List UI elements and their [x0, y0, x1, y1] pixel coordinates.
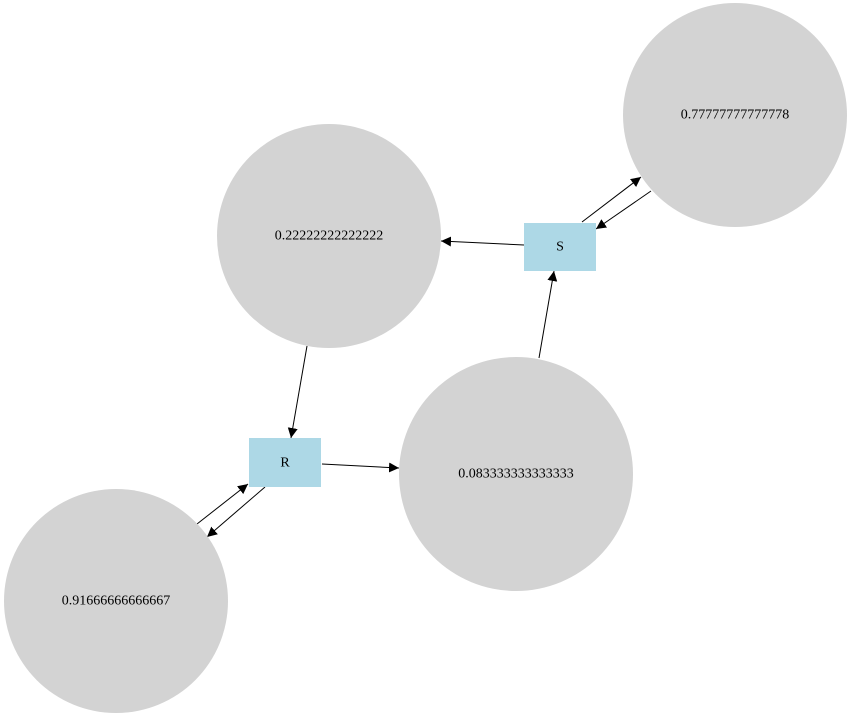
edge-state-0-0833-to-s: [538, 270, 558, 359]
state-circle: [217, 124, 441, 348]
action-box: [249, 438, 321, 487]
action-node-r: R: [249, 438, 321, 487]
action-nodes: S R: [249, 223, 596, 487]
edge-state-0-9167-to-r: [196, 483, 249, 525]
edge-state-0-7778-to-s: [595, 190, 652, 230]
state-circle: [399, 357, 633, 591]
state-nodes: 0.22222222222222 0.77777777777778 0.0833…: [4, 3, 847, 713]
state-label: 0.22222222222222: [275, 229, 384, 244]
edge-r-to-state-0-9167: [206, 486, 266, 538]
action-label: R: [280, 456, 290, 471]
edge-r-to-state-0-0833: [321, 462, 400, 473]
state-label: 0.91666666666667: [62, 594, 171, 609]
edge-state-0-2222-to-r: [287, 345, 308, 439]
state-label: 0.083333333333333: [458, 467, 574, 482]
state-node-0-9167: 0.91666666666667: [4, 489, 228, 713]
state-node-0-7778: 0.77777777777778: [623, 3, 847, 227]
action-node-s: S: [524, 223, 596, 271]
state-label: 0.77777777777778: [681, 108, 790, 123]
edges: [196, 176, 652, 538]
action-box: [524, 223, 596, 271]
action-label: S: [556, 240, 564, 255]
state-circle: [623, 3, 847, 227]
edge-s-to-state-0-7778: [581, 176, 642, 223]
state-circle: [4, 489, 228, 713]
edge-s-to-state-0-2222: [440, 236, 525, 247]
state-node-0-0833: 0.083333333333333: [399, 357, 633, 591]
state-node-0-2222: 0.22222222222222: [217, 124, 441, 348]
